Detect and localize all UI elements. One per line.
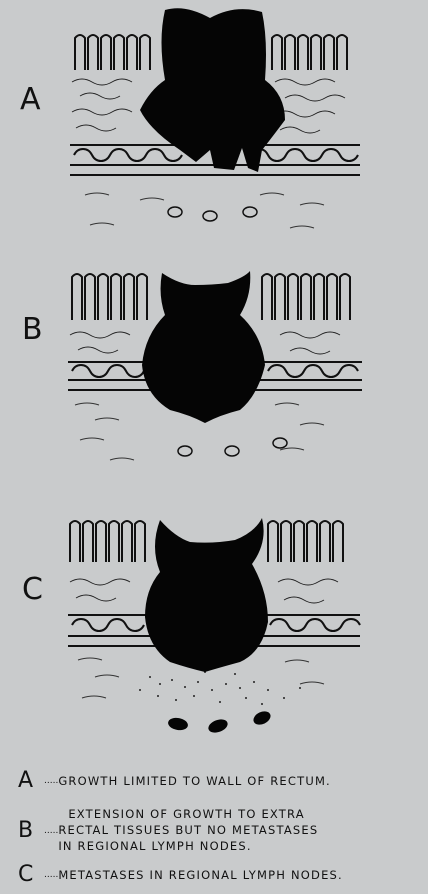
legend-dots: ..... [44,770,58,792]
mucosa-villi-right [272,35,347,70]
legend-item-c: C ..... METASTASES IN REGIONAL LYMPH NOD… [18,864,343,886]
legend-text: EXTENSION OF GROWTH TO EXTRA RECTAL TISS… [58,806,318,854]
legend-text: GROWTH LIMITED TO WALL OF RECTUM. [58,770,331,789]
legend-letter: A [18,770,44,792]
legend-line: IN REGIONAL LYMPH NODES. [58,838,318,854]
legend-letter: C [18,864,44,886]
tumor-mass [140,8,285,172]
metastatic-lymph-nodes [167,709,273,735]
mucosa-villi-right [268,521,343,562]
tumor-stippling [139,671,301,705]
mucosa-villi-left [75,35,150,70]
mucosa-villi-left [70,521,145,562]
legend-line: EXTENSION OF GROWTH TO EXTRA [68,806,318,822]
mucosa-villi-left [72,274,147,320]
legend-line: RECTAL TISSUES BUT NO METASTASES [58,822,318,838]
panel-a-diagram [0,0,428,250]
perirectal-fibers [85,193,324,228]
legend-item-a: A ..... GROWTH LIMITED TO WALL OF RECTUM… [18,770,331,792]
legend-item-b: B ..... EXTENSION OF GROWTH TO EXTRA REC… [18,806,318,854]
legend-letter: B [18,806,44,842]
panel-b-diagram [0,255,428,495]
lymph-nodes [178,438,287,456]
legend-dots: ..... [44,864,58,886]
mucosa-villi-right [262,274,350,320]
tumor-mass [142,271,265,423]
panel-c-diagram [0,512,428,752]
legend-text: METASTASES IN REGIONAL LYMPH NODES. [58,864,343,883]
lymph-nodes [168,207,257,221]
legend-line: METASTASES IN REGIONAL LYMPH NODES. [58,868,343,882]
legend-dots: ..... [44,806,58,842]
legend-line: GROWTH LIMITED TO WALL OF RECTUM. [58,774,331,788]
tumor-mass [145,518,268,672]
